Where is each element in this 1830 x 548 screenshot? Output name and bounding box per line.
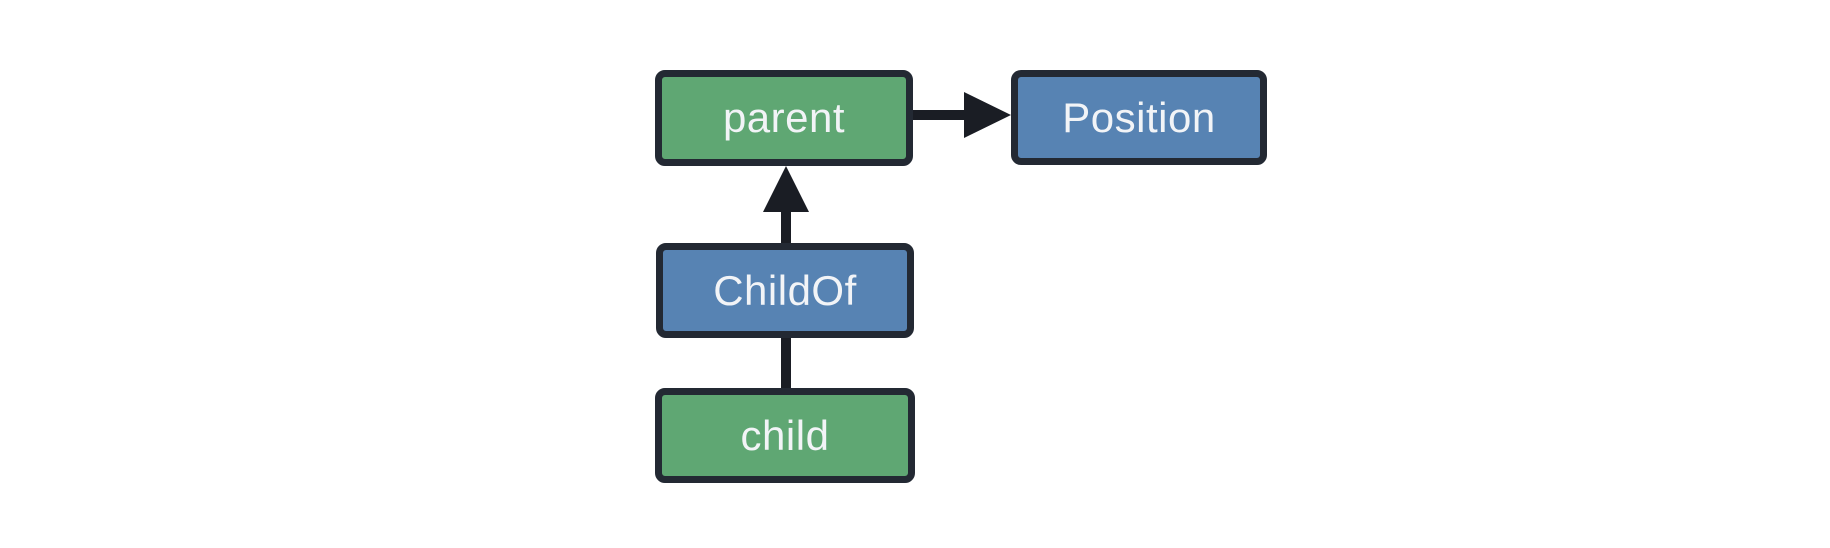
node-childof: ChildOf bbox=[656, 243, 914, 338]
node-parent: parent bbox=[655, 70, 913, 166]
edge-childof-to-parent bbox=[763, 166, 809, 245]
node-position: Position bbox=[1011, 70, 1267, 165]
node-childof-label: ChildOf bbox=[713, 266, 857, 314]
edge-parent-to-position bbox=[910, 92, 1011, 138]
node-child-label: child bbox=[740, 411, 830, 459]
arrowhead-up-icon bbox=[763, 166, 809, 212]
node-child: child bbox=[655, 388, 915, 483]
arrowhead-right-icon bbox=[964, 92, 1011, 138]
node-position-label: Position bbox=[1062, 93, 1216, 141]
node-parent-label: parent bbox=[722, 94, 846, 141]
